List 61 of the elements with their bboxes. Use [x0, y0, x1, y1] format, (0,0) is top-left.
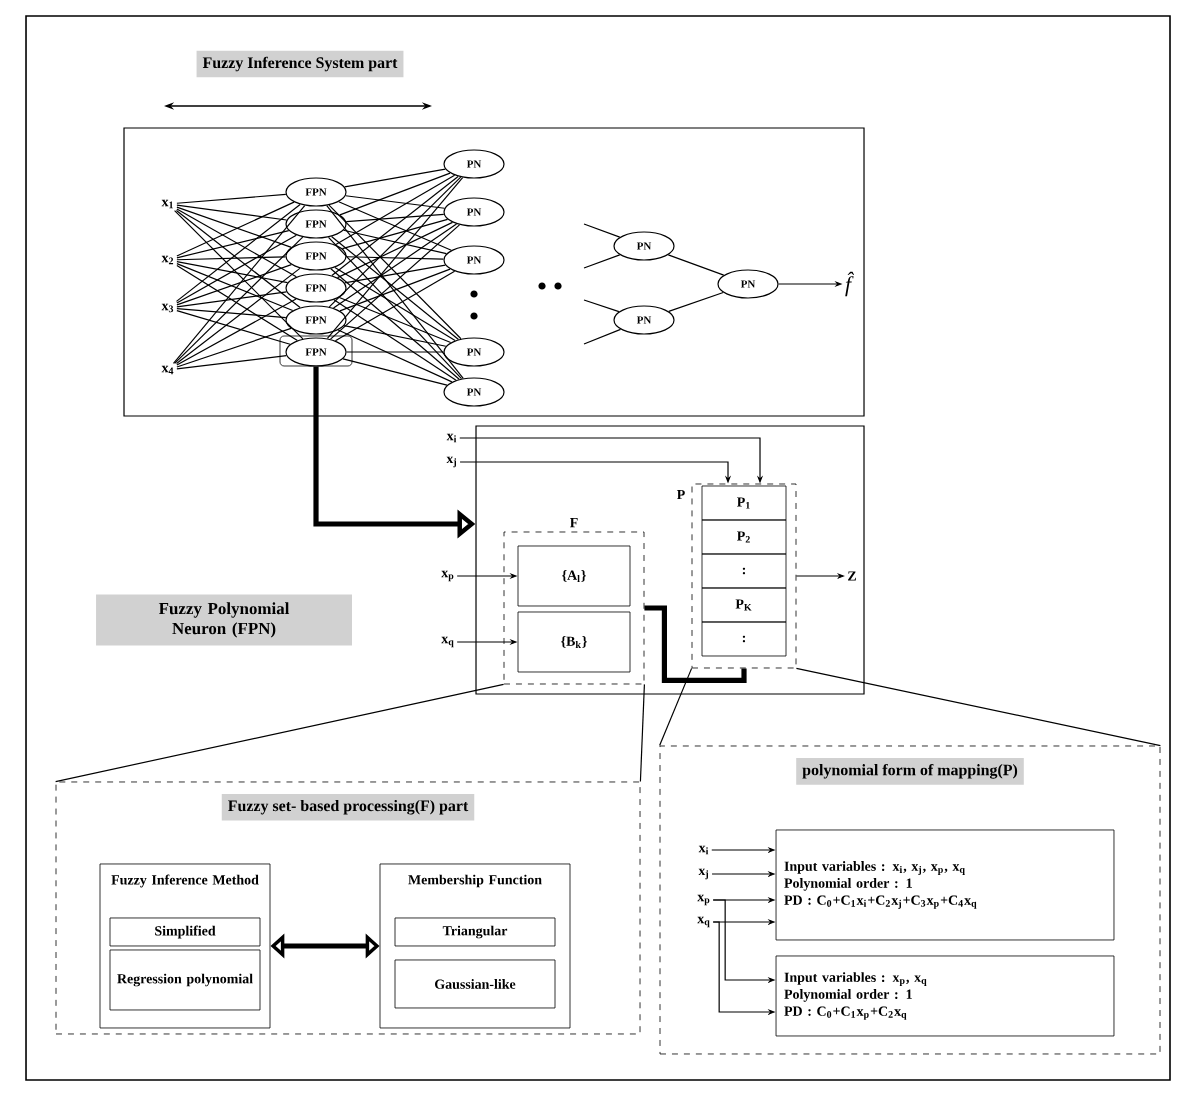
connector-line — [176, 298, 297, 366]
connector-line — [343, 229, 447, 255]
connector-line — [332, 223, 458, 309]
connector-line — [176, 193, 287, 204]
connector-line — [176, 261, 289, 284]
connector-line — [639, 683, 645, 783]
connector-line — [176, 256, 287, 261]
connector-line — [326, 205, 464, 379]
connector-line — [326, 176, 464, 340]
neuron-panel — [475, 425, 865, 695]
connector-line — [345, 195, 446, 209]
network-panel — [123, 127, 865, 417]
section-heading: Fuzzy Polynomial Neuron (FPN) — [96, 594, 352, 646]
output-label: f̂ — [845, 271, 854, 297]
connector-line — [795, 667, 1161, 747]
connector-line — [342, 358, 448, 386]
connector-line — [344, 264, 446, 284]
connector-line — [176, 208, 297, 278]
connector-line — [345, 213, 445, 223]
connector-line — [336, 221, 454, 279]
connector-line — [343, 325, 447, 347]
connector-line — [176, 230, 290, 259]
connector-line — [338, 296, 452, 344]
connector-line — [176, 355, 287, 370]
connector-line — [175, 267, 301, 364]
connector-line — [176, 234, 297, 304]
connector-line — [176, 291, 288, 308]
connector-line — [174, 236, 304, 364]
connector-line — [328, 176, 462, 308]
connector-line — [339, 172, 451, 216]
connector-line — [583, 254, 621, 269]
connector-line — [176, 201, 295, 257]
connector-line — [668, 291, 724, 313]
connector-line — [172, 204, 306, 364]
connector-line — [583, 223, 621, 238]
connector-line — [346, 351, 445, 353]
connector-line — [334, 174, 456, 246]
connector-line — [345, 256, 445, 260]
connector-line — [176, 327, 292, 368]
connector-line — [344, 168, 446, 188]
connector-line — [338, 201, 452, 251]
connector-line — [176, 204, 288, 221]
connector-line — [55, 683, 505, 783]
connector-line — [339, 268, 451, 312]
connector-line — [328, 204, 462, 340]
connector-line — [337, 329, 453, 383]
connector-line — [176, 206, 292, 248]
connector-line — [174, 210, 304, 340]
connector-line — [583, 299, 620, 313]
connector-line — [341, 218, 449, 250]
connector-line — [176, 264, 298, 341]
connector-line — [333, 299, 457, 381]
connector-line — [176, 310, 291, 345]
connector-line — [583, 328, 622, 345]
connector-line — [659, 667, 693, 747]
connector-line — [331, 175, 459, 277]
connector-line — [176, 308, 287, 319]
connector-line — [330, 268, 460, 380]
connector-line — [667, 254, 725, 276]
connector-line — [644, 605, 747, 683]
connector-line — [327, 236, 463, 380]
